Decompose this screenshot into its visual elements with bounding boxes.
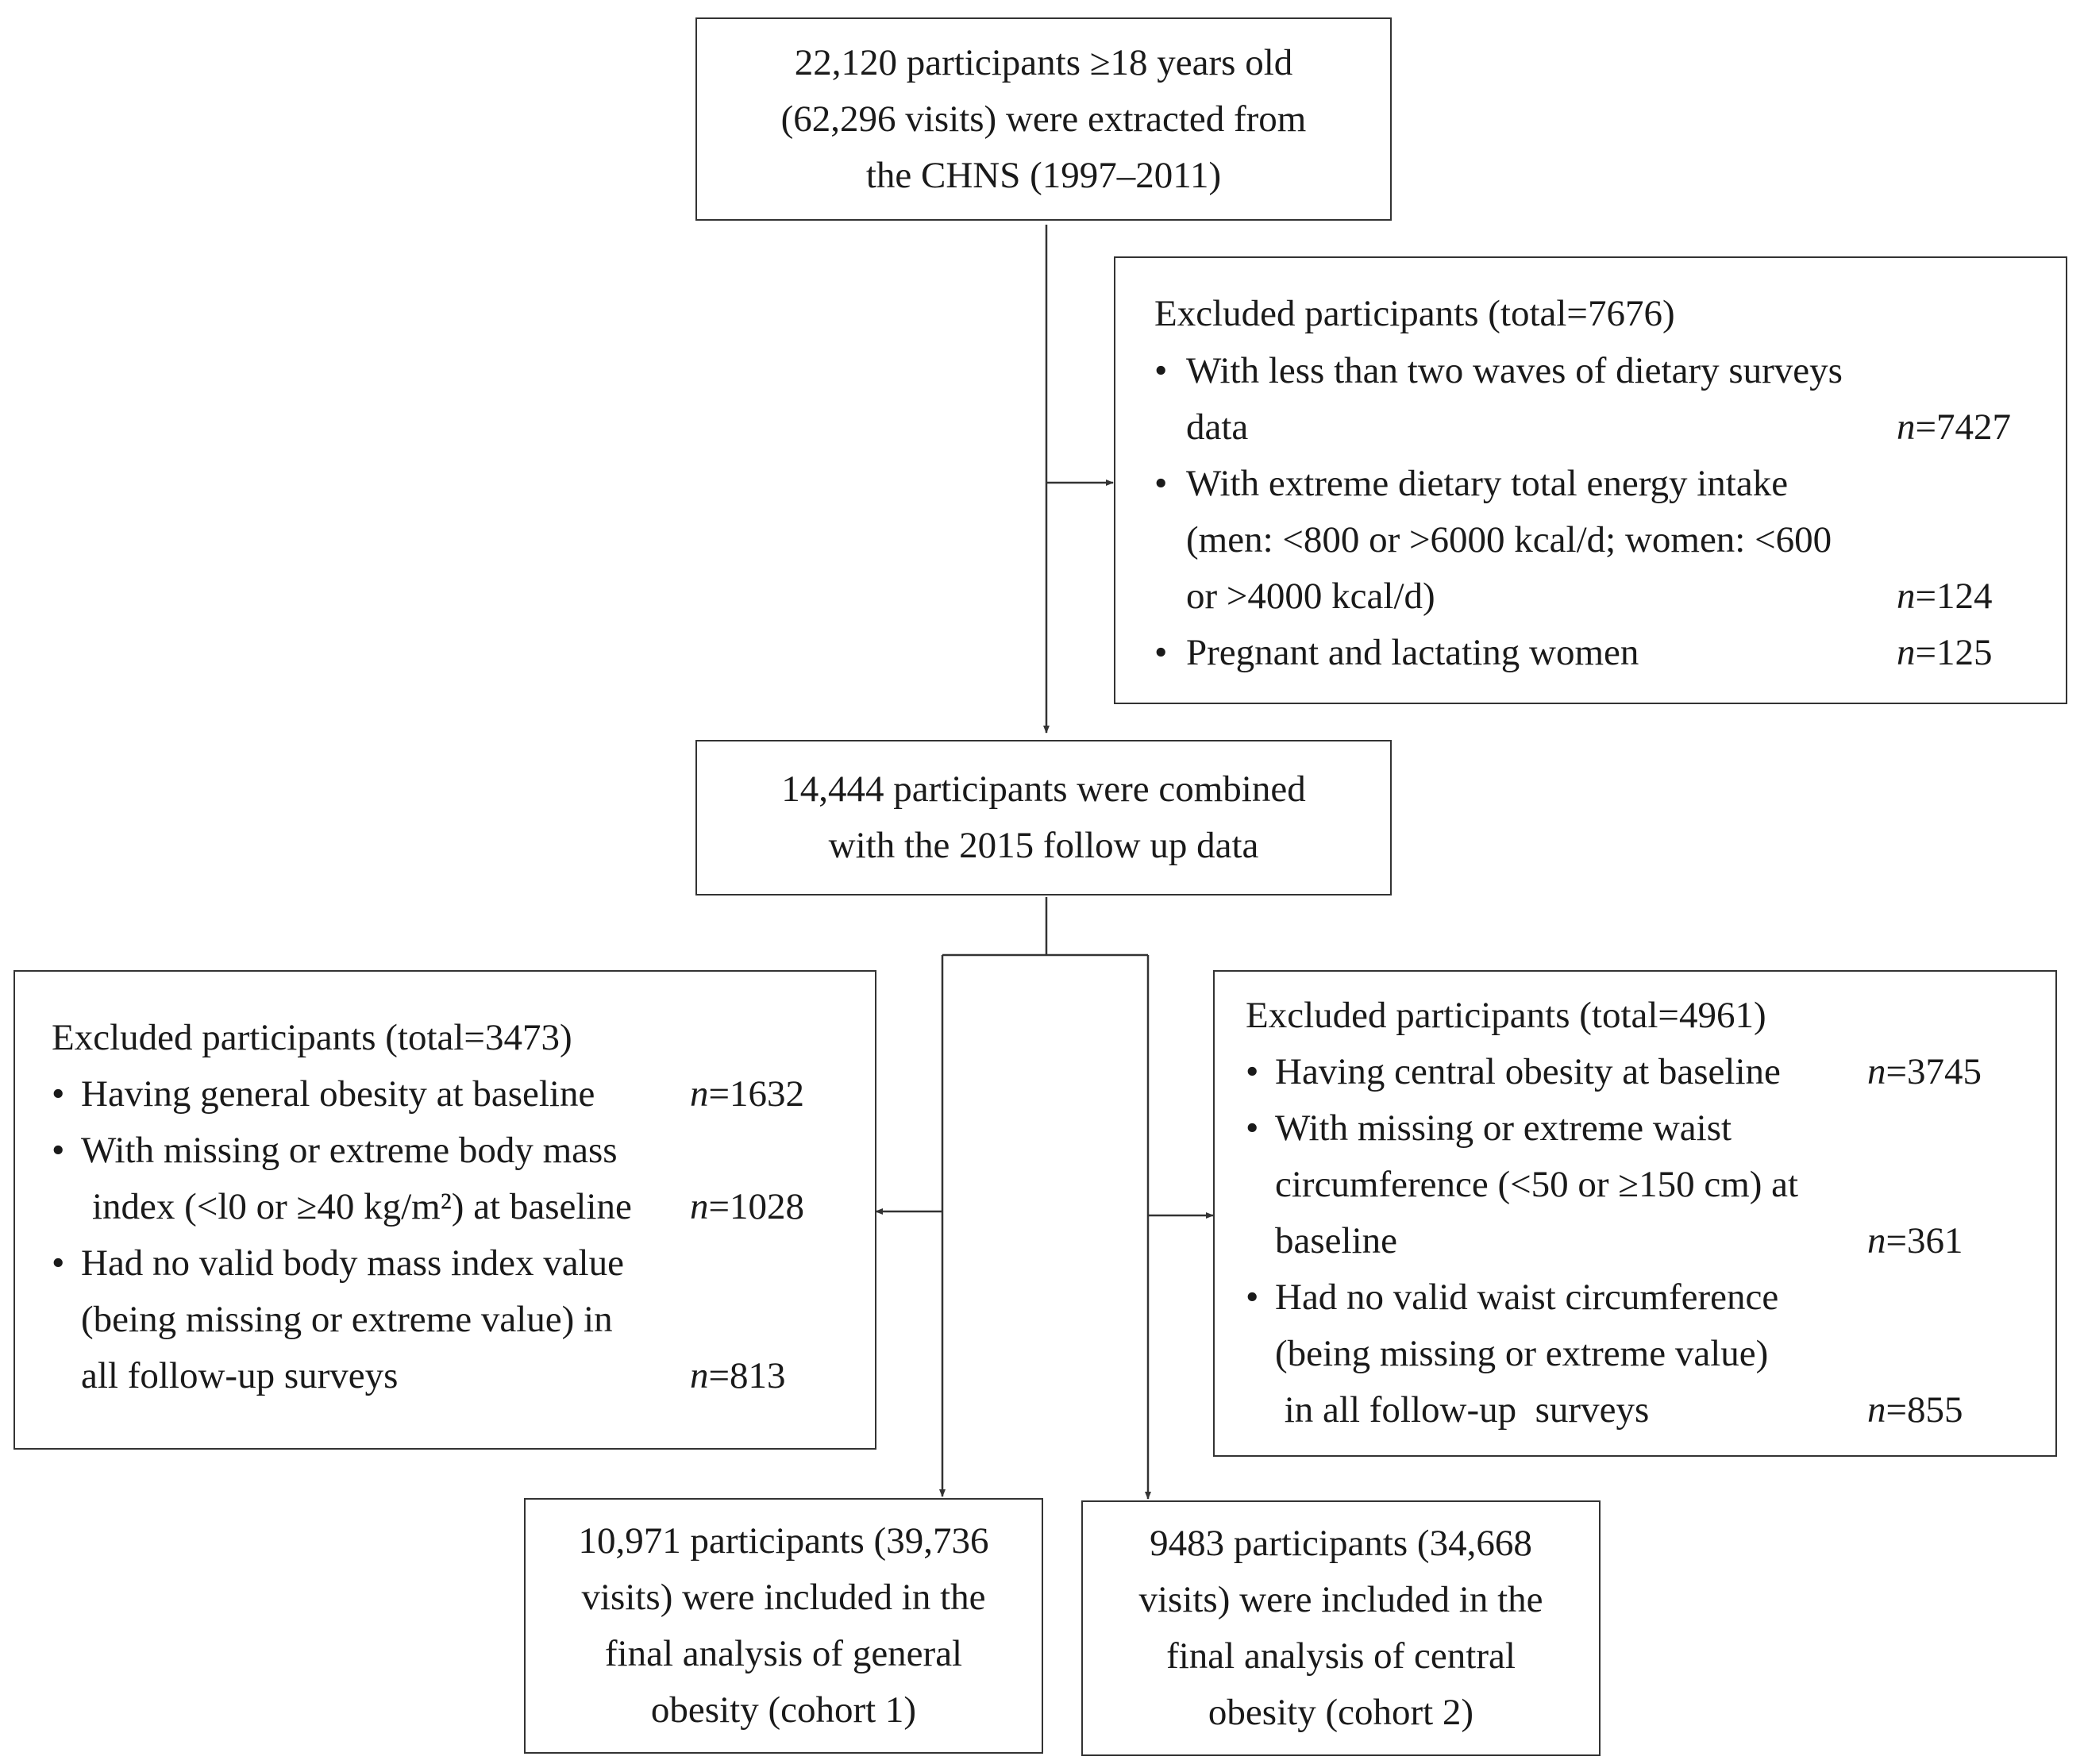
exclusion-item-line: or >4000 kcal/d): [1186, 576, 1435, 617]
cohort1-box: 10,971 participants (39,736 visits) were…: [524, 1498, 1043, 1754]
bullet-icon: •: [1246, 1107, 1259, 1149]
exclusion-item-line: data: [1186, 406, 1249, 448]
exclusion-count: n=1028: [690, 1179, 804, 1235]
exclusion-item-line: Pregnant and lactating women: [1186, 632, 1639, 673]
count-value: =855: [1886, 1389, 1963, 1431]
cohort2-line: final analysis of central: [1166, 1635, 1516, 1677]
exclusion-count: n=3745: [1867, 1044, 1982, 1100]
exclusion-count: n=125: [1897, 625, 1993, 681]
cohort2-line: 9483 participants (34,668: [1150, 1523, 1532, 1564]
bullet-icon: •: [1246, 1051, 1259, 1092]
exclusion-box-central-obesity: Excluded participants (total=4961) • Hav…: [1213, 970, 2057, 1457]
exclusion-item-line: With extreme dietary total energy intake: [1186, 463, 1789, 504]
count-value: =361: [1886, 1220, 1963, 1261]
exclusion-item-line: Had no valid body mass index value: [81, 1242, 624, 1284]
exclusion-title: Excluded participants (total=3473): [52, 1017, 572, 1058]
n-symbol: n: [1897, 632, 1916, 673]
exclusion-item-line: (men: <800 or >6000 kcal/d; women: <600: [1186, 519, 1832, 560]
exclusion-item-line: Having central obesity at baseline: [1275, 1051, 1781, 1092]
exclusion-item-line: With missing or extreme waist: [1275, 1107, 1732, 1149]
n-symbol: n: [690, 1186, 709, 1227]
start-box-line: 22,120 participants ≥18 years old: [794, 41, 1293, 83]
n-symbol: n: [1867, 1220, 1886, 1261]
n-symbol: n: [1867, 1051, 1886, 1092]
exclusion-title: Excluded participants (total=4961): [1246, 995, 1766, 1036]
combined-box-line: with the 2015 follow up data: [828, 825, 1259, 866]
exclusion-box-general-obesity: Excluded participants (total=3473) • Hav…: [13, 970, 876, 1450]
exclusion-item-line: With missing or extreme body mass: [81, 1130, 618, 1171]
exclusion-box-initial: Excluded participants (total=7676) • Wit…: [1114, 256, 2067, 704]
exclusion-item-line: index (<l0 or ≥40 kg/m²) at baseline: [92, 1186, 632, 1227]
start-box-line: (62,296 visits) were extracted from: [780, 98, 1307, 140]
cohort2-line: visits) were included in the: [1138, 1579, 1543, 1620]
count-value: =124: [1915, 576, 1993, 617]
exclusion-item: • Having general obesity at baseline: [52, 1066, 687, 1123]
n-symbol: n: [690, 1073, 709, 1115]
combined-box-line: 14,444 participants were combined: [781, 768, 1306, 810]
n-symbol: n: [690, 1355, 709, 1396]
bullet-icon: •: [52, 1130, 65, 1171]
count-value: =7427: [1915, 406, 2012, 448]
exclusion-count: n=7427: [1897, 399, 2011, 456]
exclusion-item-line: baseline: [1275, 1220, 1397, 1261]
cohort1-line: 10,971 participants (39,736: [578, 1520, 989, 1562]
exclusion-item-line: in all follow-up surveys: [1275, 1389, 1650, 1431]
combined-box: 14,444 participants were combined with t…: [695, 740, 1392, 895]
exclusion-item: • With missing or extreme body mass inde…: [52, 1123, 687, 1235]
bullet-icon: •: [1154, 632, 1168, 673]
exclusion-count: n=1632: [690, 1066, 804, 1123]
start-box: 22,120 participants ≥18 years old (62,29…: [695, 17, 1392, 221]
count-value: =1028: [708, 1186, 805, 1227]
count-value: =125: [1915, 632, 1993, 673]
exclusion-item: • With missing or extreme waist circumfe…: [1246, 1100, 1849, 1269]
cohort1-line: obesity (cohort 1): [650, 1689, 917, 1731]
bullet-icon: •: [1154, 350, 1168, 391]
bullet-icon: •: [52, 1242, 65, 1284]
cohort1-line: final analysis of general: [604, 1633, 963, 1674]
exclusion-count: n=813: [690, 1348, 786, 1404]
exclusion-item-line: Having general obesity at baseline: [81, 1073, 595, 1115]
cohort1-line: visits) were included in the: [581, 1577, 986, 1618]
count-value: =1632: [708, 1073, 805, 1115]
exclusion-count: n=361: [1867, 1213, 1963, 1269]
exclusion-item-line: With less than two waves of dietary surv…: [1186, 350, 1843, 391]
count-value: =3745: [1886, 1051, 1982, 1092]
exclusion-item-line: Had no valid waist circumference: [1275, 1277, 1779, 1318]
exclusion-count: n=124: [1897, 568, 1993, 625]
count-value: =813: [708, 1355, 786, 1396]
exclusion-item-line: circumference (<50 or ≥150 cm) at: [1275, 1164, 1799, 1205]
exclusion-item: • With less than two waves of dietary su…: [1154, 343, 1869, 456]
bullet-icon: •: [1246, 1277, 1259, 1318]
exclusion-item: • Had no valid waist circumference (bein…: [1246, 1269, 1849, 1439]
exclusion-item: • Had no valid body mass index value (be…: [52, 1235, 687, 1404]
exclusion-item: • Having central obesity at baseline: [1246, 1044, 1849, 1100]
exclusion-count: n=855: [1867, 1382, 1963, 1439]
n-symbol: n: [1897, 576, 1916, 617]
exclusion-title: Excluded participants (total=7676): [1154, 293, 1675, 334]
exclusion-item-line: (being missing or extreme value) in: [81, 1299, 613, 1340]
n-symbol: n: [1867, 1389, 1886, 1431]
exclusion-item-line: all follow-up surveys: [81, 1355, 399, 1396]
exclusion-item: • With extreme dietary total energy inta…: [1154, 456, 1869, 625]
bullet-icon: •: [52, 1073, 65, 1115]
n-symbol: n: [1897, 406, 1916, 448]
start-box-line: the CHNS (1997–2011): [865, 154, 1222, 196]
cohort2-line: obesity (cohort 2): [1208, 1692, 1474, 1733]
exclusion-item: • Pregnant and lactating women: [1154, 625, 1869, 681]
cohort2-box: 9483 participants (34,668 visits) were i…: [1081, 1500, 1601, 1756]
exclusion-item-line: (being missing or extreme value): [1275, 1333, 1769, 1374]
bullet-icon: •: [1154, 463, 1168, 504]
